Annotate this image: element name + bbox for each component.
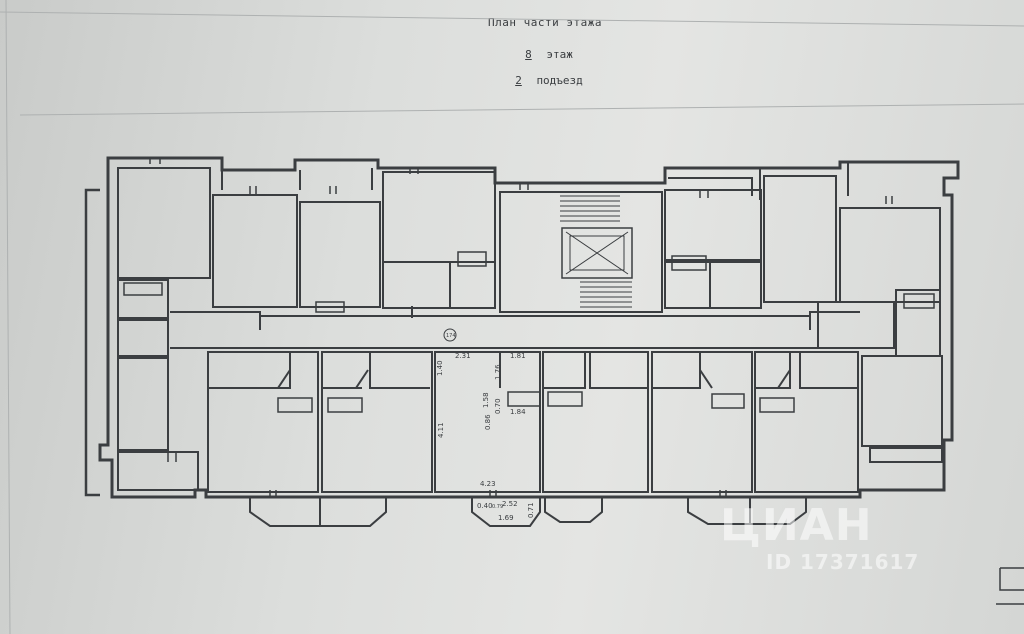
room-lower-6 [754, 351, 859, 493]
entrance-label: подъезд [536, 74, 583, 87]
elevator-shaft [561, 227, 633, 279]
dimension-labels: 2.31 1.81 1.40 1.76 1.58 0.70 1.84 0.86 … [436, 352, 535, 522]
stair-treads [560, 195, 632, 308]
sanitary-units [123, 251, 935, 413]
room-upper-5b [664, 261, 762, 309]
room-upper-7 [839, 207, 941, 303]
floor-label: этаж [546, 48, 573, 61]
corner-fragment [996, 567, 1024, 605]
dim-label: 2.31 [455, 352, 471, 360]
dim-label: 4.11 [437, 422, 445, 438]
room-marker-text: 174 [446, 333, 456, 339]
room-upper-3 [299, 201, 381, 308]
dim-label: 0.71 [527, 502, 535, 518]
room-upper-6 [763, 175, 837, 303]
room-lower-1 [207, 351, 319, 493]
dim-label: 0.79 [492, 504, 503, 510]
room-lower-3 [434, 351, 541, 493]
outer-wall [98, 156, 960, 499]
room-upper-1 [117, 167, 211, 279]
room-upper-4b [382, 261, 496, 309]
dim-label: 1.69 [498, 514, 514, 522]
dim-label: 1.81 [510, 352, 526, 360]
dim-label: 2.52 [502, 500, 518, 508]
room-upper-4 [382, 171, 496, 263]
floor-caption: 8 этаж [420, 48, 670, 61]
room-lower-5 [651, 351, 753, 493]
room-marker-circle [443, 328, 457, 342]
room-upper-2 [212, 194, 298, 308]
bay-windows [249, 497, 807, 527]
watermark-id: ID 17371617 [766, 550, 920, 574]
dim-label: 1.76 [494, 364, 502, 380]
entrance-caption: 2 подъезд [420, 74, 670, 87]
left-wing [84, 188, 100, 497]
dim-label: 0.40 [477, 502, 493, 510]
corridor [170, 311, 860, 349]
dim-label: 1.84 [510, 408, 526, 416]
room-lower-2 [321, 351, 433, 493]
room-lower-4 [542, 351, 649, 493]
entrance-number: 2 [515, 74, 522, 87]
dim-label: 4.23 [480, 480, 496, 488]
dim-label: 0.86 [484, 414, 492, 430]
stair-well [499, 191, 663, 313]
dim-label: 0.70 [494, 398, 502, 414]
dim-label: 1.40 [436, 360, 444, 376]
dim-label: 1.58 [482, 392, 490, 408]
watermark-brand: ЦИАН [720, 500, 873, 551]
room-upper-5 [664, 189, 762, 261]
floor-number: 8 [525, 48, 532, 61]
